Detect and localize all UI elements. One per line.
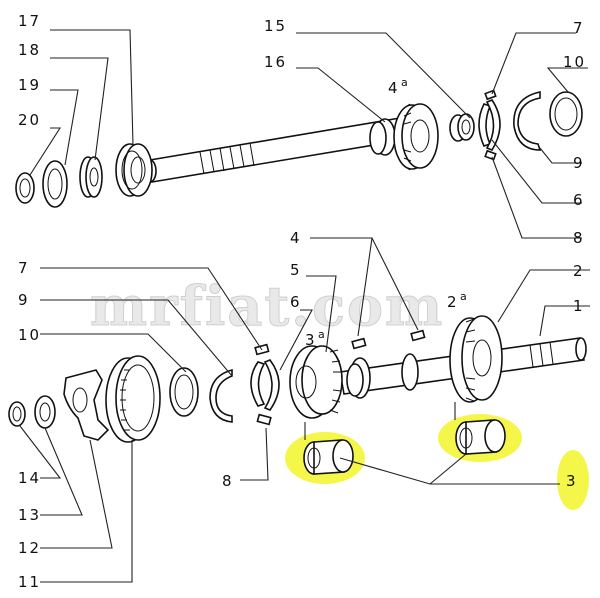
top-shaft-assembly bbox=[15, 89, 583, 208]
label-9: 9 bbox=[18, 291, 30, 309]
label-17: 17 bbox=[18, 12, 41, 30]
label-2a-number: 2 bbox=[447, 293, 459, 311]
top-washer-20 bbox=[15, 172, 35, 204]
top-gear-4a bbox=[393, 103, 439, 171]
label-4: 4 bbox=[290, 229, 302, 247]
bottom-gear-2a bbox=[449, 315, 503, 403]
label-10: 10 bbox=[563, 53, 586, 71]
label-3a-number: 3 bbox=[305, 331, 317, 349]
bottom-snap-rings bbox=[169, 367, 233, 423]
label-16: 16 bbox=[264, 53, 287, 71]
top-needle-bearing bbox=[449, 113, 475, 142]
top-labels: 17 18 19 20 15 16 4 a 7 10 9 6 8 bbox=[18, 12, 586, 247]
label-2: 2 bbox=[573, 262, 585, 280]
label-7: 7 bbox=[18, 259, 30, 277]
top-leader-lines bbox=[29, 29, 588, 239]
label-9: 9 bbox=[573, 154, 585, 172]
label-1: 1 bbox=[573, 297, 585, 315]
label-11: 11 bbox=[18, 573, 41, 591]
label-4a-number: 4 bbox=[388, 79, 400, 97]
bottom-shaft-assembly bbox=[8, 315, 589, 510]
bottom-half-rings bbox=[250, 329, 426, 426]
bottom-washer-14 bbox=[8, 401, 26, 427]
label-8: 8 bbox=[573, 229, 585, 247]
top-snap-rings bbox=[513, 91, 583, 151]
label-13: 13 bbox=[18, 506, 41, 524]
label-5: 5 bbox=[290, 261, 302, 279]
label-6: 6 bbox=[290, 293, 302, 311]
label-15: 15 bbox=[264, 17, 287, 35]
label-3: 3 bbox=[566, 472, 578, 490]
label-12: 12 bbox=[18, 539, 41, 557]
label-4a-superscript: a bbox=[401, 76, 408, 89]
top-half-rings bbox=[478, 89, 501, 161]
label-2a-superscript: a bbox=[460, 290, 467, 303]
bottom-gear-3a bbox=[289, 345, 343, 419]
highlight-label-3 bbox=[557, 450, 589, 510]
watermark: mrfiat.com bbox=[90, 274, 444, 338]
highlighted-needle-bearing-left bbox=[285, 422, 365, 484]
top-ring-19 bbox=[42, 160, 68, 208]
label-10: 10 bbox=[18, 326, 41, 344]
highlighted-needle-bearing-right bbox=[438, 402, 522, 462]
bottom-labels: 4 5 6 7 9 10 8 2 1 2 a 3 a 3 14 13 12 11 bbox=[18, 229, 585, 591]
label-3a-superscript: a bbox=[318, 328, 325, 341]
label-18: 18 bbox=[18, 41, 41, 59]
label-19: 19 bbox=[18, 76, 41, 94]
top-bearing-17 bbox=[115, 143, 153, 197]
label-7: 7 bbox=[573, 19, 585, 37]
bottom-ring-13 bbox=[34, 395, 56, 429]
label-6: 6 bbox=[573, 191, 585, 209]
bottom-shift-fork-12 bbox=[63, 369, 110, 441]
label-8: 8 bbox=[222, 472, 234, 490]
bottom-synchro-sleeve-11 bbox=[105, 355, 161, 443]
top-nut-18 bbox=[79, 156, 103, 198]
label-14: 14 bbox=[18, 469, 41, 487]
label-20: 20 bbox=[18, 111, 41, 129]
top-main-shaft bbox=[143, 117, 405, 183]
bottom-leader-lines bbox=[19, 237, 590, 583]
